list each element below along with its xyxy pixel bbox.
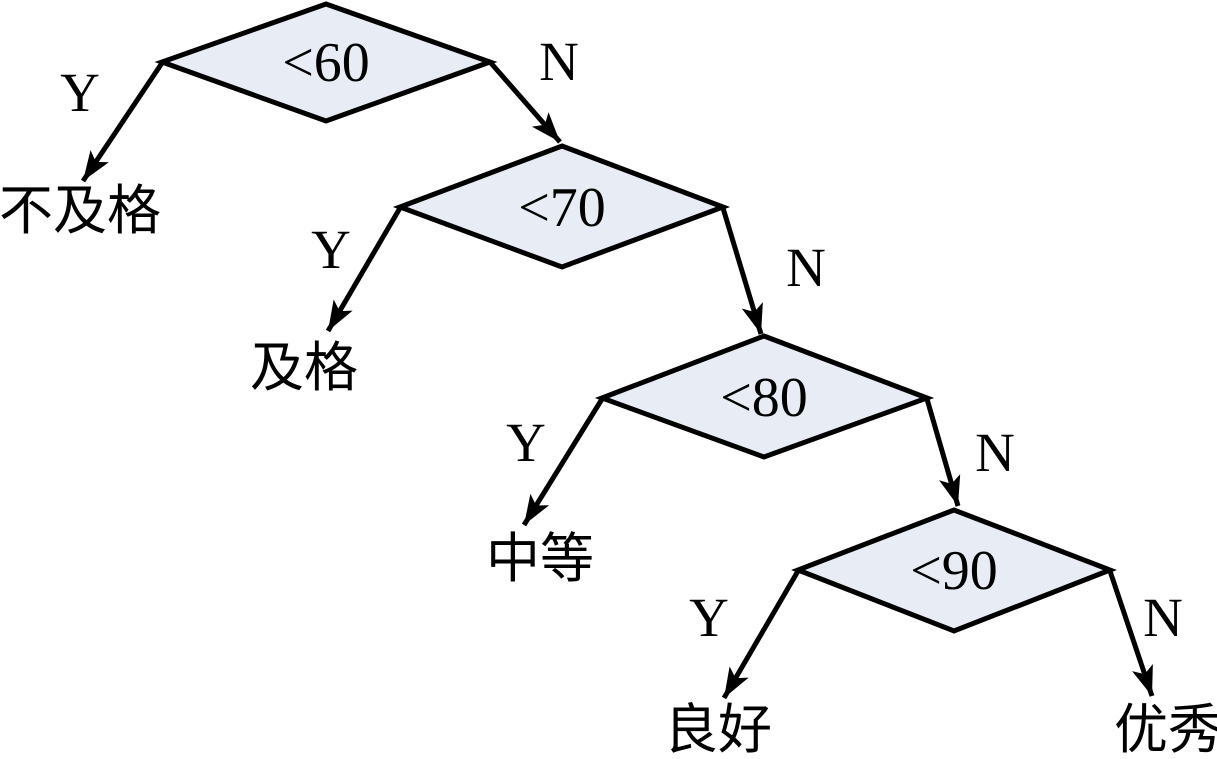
branch-label-no-lt90: N xyxy=(1143,587,1183,648)
edge-lt80-no-arrow xyxy=(924,398,961,507)
outcome-label-medium: 中等 xyxy=(486,529,594,589)
edge-lt90-yes-arrow xyxy=(721,569,801,700)
branch-label-no-lt80: N xyxy=(975,422,1015,483)
branch-label-yes-lt60: Y xyxy=(60,62,100,123)
edge-lt60-yes-arrow xyxy=(80,61,165,183)
branch-label-no-lt70: N xyxy=(786,237,826,298)
edge-lt70-no-arrow xyxy=(720,207,764,335)
decision-node-lt60 xyxy=(154,1,498,124)
branch-label-yes-lt90: Y xyxy=(689,587,729,648)
edge-lt70-yes-arrow xyxy=(325,206,403,333)
decision-node-lt70 xyxy=(392,143,731,270)
edge-lt60-no-arrow xyxy=(488,60,562,144)
decision-label-lt70: <70 xyxy=(518,177,606,239)
decision-node-lt80 xyxy=(594,333,935,460)
outcome-label-fail: 不及格 xyxy=(0,181,161,241)
outcome-label-excellent: 优秀 xyxy=(1114,700,1217,759)
outcome-label-good: 良好 xyxy=(664,700,772,759)
edge-lt90-no-arrow xyxy=(1107,570,1155,697)
branch-label-no-lt60: N xyxy=(539,31,579,92)
edge-lt80-yes-arrow xyxy=(521,397,605,527)
decision-label-lt60: <60 xyxy=(282,32,370,94)
branch-label-yes-lt70: Y xyxy=(311,219,351,280)
decision-label-lt90: <90 xyxy=(910,540,998,602)
branch-label-yes-lt80: Y xyxy=(506,412,546,473)
decision-node-lt90 xyxy=(791,507,1117,634)
decision-label-lt80: <80 xyxy=(720,367,808,429)
outcome-label-pass: 及格 xyxy=(250,338,358,398)
